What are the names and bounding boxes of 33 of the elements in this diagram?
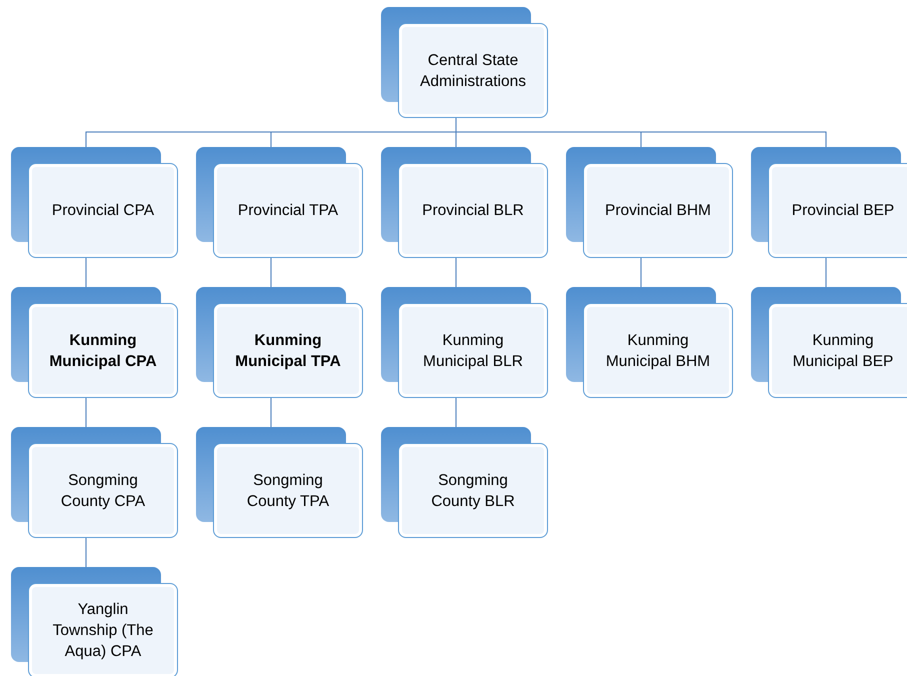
connector-line (270, 258, 272, 288)
org-unit-box (566, 147, 733, 258)
org-unit-box (11, 567, 178, 676)
org-unit-box (196, 427, 363, 538)
unit-name: Provincial BLR (422, 201, 524, 221)
connector-line (270, 398, 272, 428)
unit-name: Provincial CPA (52, 201, 154, 221)
unit-name: Songming County BLR (430, 470, 516, 512)
unit-name: Songming County CPA (60, 470, 146, 512)
org-unit-box (381, 7, 548, 118)
org-unit-box (11, 427, 178, 538)
org-unit-box (751, 287, 907, 398)
connector-line (640, 258, 642, 288)
org-unit-box (196, 147, 363, 258)
org-unit-box (11, 287, 178, 398)
unit-name: Kunming Municipal TPA (234, 330, 342, 372)
org-unit-box (11, 147, 178, 258)
unit-name: Kunming Municipal BLR (422, 330, 524, 372)
unit-name: Central State Administrations (419, 50, 527, 92)
unit-name: Provincial BEP (792, 201, 894, 221)
unit-name: Kunming Municipal BEP (792, 330, 894, 372)
org-unit-box (566, 287, 733, 398)
org-unit-box (381, 147, 548, 258)
unit-name: Kunming Municipal CPA (48, 330, 158, 372)
org-unit-box (381, 287, 548, 398)
unit-name: Provincial BHM (605, 201, 711, 221)
org-unit-box (381, 427, 548, 538)
org-unit-box (196, 287, 363, 398)
unit-name: Yanglin Township (The Aqua) CPA (52, 600, 154, 662)
unit-name: Songming County TPA (246, 470, 330, 512)
org-unit-box (751, 147, 907, 258)
unit-name: Kunming Municipal BHM (604, 330, 712, 372)
unit-name: Provincial TPA (238, 201, 338, 221)
